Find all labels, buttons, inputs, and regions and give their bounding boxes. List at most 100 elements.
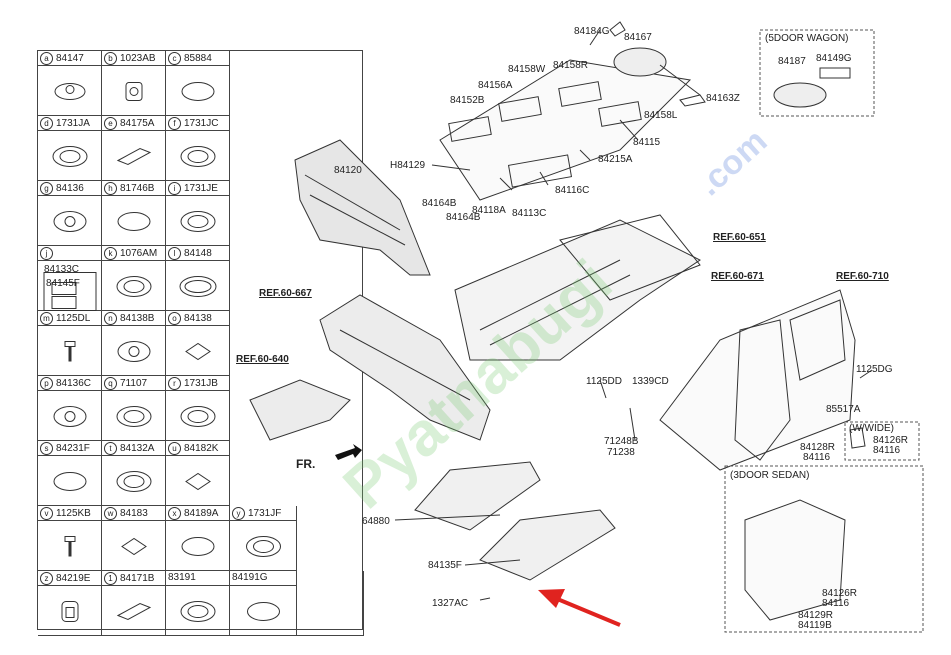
reference-label: REF.60-710	[836, 271, 889, 282]
legend-cell: 84191G	[230, 571, 297, 636]
legend-part-number: 84183	[120, 508, 148, 520]
legend-title: j	[40, 247, 56, 260]
sedan-side-shape	[744, 499, 846, 621]
legend-part-bolt-icon	[64, 341, 76, 362]
wagon-part-84187-shape	[773, 82, 827, 108]
legend-part-grommet-icon	[116, 471, 152, 492]
part-label: 71238	[607, 447, 635, 458]
wagon-part-84149G-shape	[819, 67, 851, 79]
legend-cell: 83191	[166, 571, 230, 636]
legend-part-number: 1023AB	[120, 53, 156, 65]
part-label: 84184G	[574, 26, 610, 37]
legend-part-number: 84136	[56, 183, 84, 195]
legend-letter: a	[40, 52, 53, 65]
legend-part-plug-icon	[53, 406, 87, 427]
reference-label: REF.60-651	[713, 232, 766, 243]
legend-letter: z	[40, 572, 53, 585]
legend-part-number: 84132A	[120, 443, 155, 455]
legend-part-grommet-icon	[180, 146, 216, 167]
legend-part-number: 1731JA	[56, 118, 90, 130]
legend-part-none-icon	[43, 272, 97, 311]
sedan-part-2: 84116	[822, 598, 850, 609]
legend-part-number: 85884	[184, 53, 212, 65]
under-cover-84135F	[479, 509, 616, 581]
wagon-part-84187: 84187	[778, 56, 806, 67]
legend-letter: c	[168, 52, 181, 65]
main-floor	[454, 214, 701, 361]
wwide-option-box	[844, 421, 920, 461]
front-direction-arrow	[335, 444, 362, 460]
under-cover-64880	[414, 461, 541, 531]
legend-part-number: 84175A	[120, 118, 155, 130]
legend-part-number: 83191	[168, 572, 196, 583]
highlight-arrow	[538, 589, 621, 627]
part-label: 84164B	[446, 212, 481, 223]
part-label: 1125DG	[856, 364, 893, 375]
part-label: 1339CD	[632, 376, 669, 387]
legend-letter: l	[168, 247, 181, 260]
legend-letter: r	[168, 377, 181, 390]
legend-part-number: 1125KB	[56, 508, 91, 520]
legend-part-number: 1731JB	[184, 378, 218, 390]
sedan-part-3: 84129R	[798, 610, 834, 621]
legend-letter: o	[168, 312, 181, 325]
legend-part-number: 84231F	[56, 443, 90, 455]
part-label: 1125DD	[586, 376, 622, 387]
floor-mat-upper	[439, 21, 706, 201]
part-label: 84158L	[644, 110, 678, 121]
legend-letter: u	[168, 442, 181, 455]
legend-letter: n	[104, 312, 117, 325]
part-label: H84129	[390, 160, 426, 171]
legend-letter: f	[168, 117, 181, 130]
legend-part-number: 84182K	[184, 443, 219, 455]
legend-title: 84191G	[232, 572, 268, 583]
front-direction-label: FR.	[296, 457, 316, 471]
dash-panel	[294, 139, 431, 276]
part-label: 84152B	[450, 95, 485, 106]
legend-letter: e	[104, 117, 117, 130]
legend-title: 83191	[168, 572, 196, 583]
legend-part-number: 1076AM	[120, 248, 158, 260]
legend-letter: y	[232, 507, 245, 520]
legend-letter: b	[104, 52, 117, 65]
part-label: 64880	[362, 516, 390, 527]
part-label: 84167	[624, 32, 652, 43]
legend-part-number: 84219E	[56, 573, 91, 585]
legend-part-diamond-icon	[185, 472, 211, 491]
legend-part-clip-icon	[61, 601, 79, 622]
part-label: 84120	[334, 165, 362, 176]
front-frame	[249, 294, 491, 441]
part-label: 71248B	[604, 436, 639, 447]
legend-letter: x	[168, 507, 181, 520]
part-label: 84113C	[512, 208, 547, 219]
part-label: 84163Z	[706, 93, 740, 104]
part-label: 84118A	[472, 205, 506, 216]
